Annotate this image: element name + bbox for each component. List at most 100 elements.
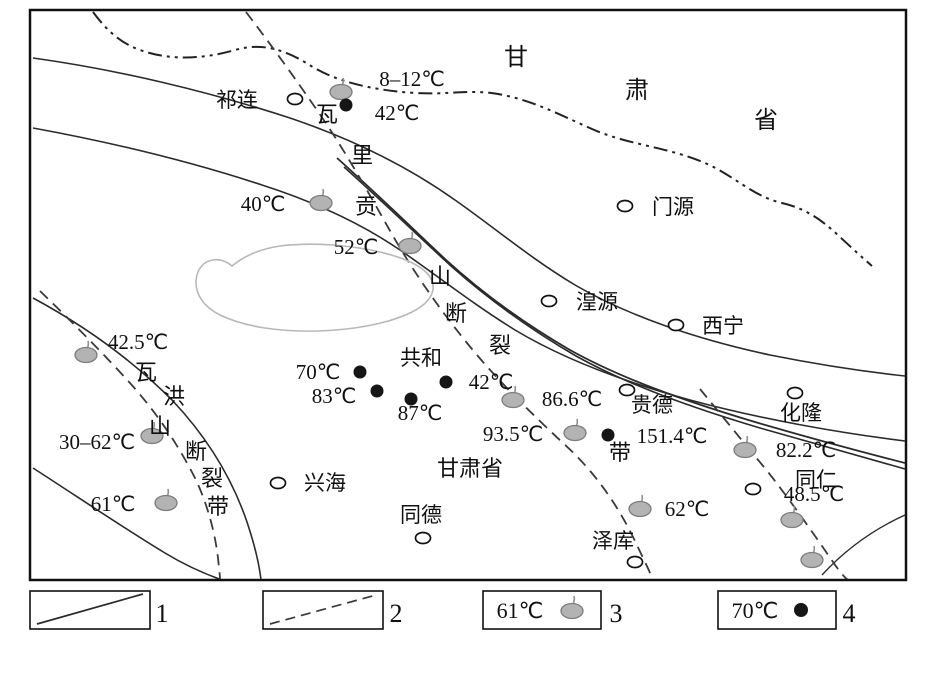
city-marker [414,531,432,545]
waligong-fault-name-char: 带 [609,440,631,465]
main-fault-line [343,166,905,470]
hot-spring-marker [800,551,824,569]
legend-thermal-point-symbol [794,603,808,617]
hot-spring-temp-label: 61℃ [91,492,136,516]
thermal-point-marker [339,98,353,112]
hot-spring-marker [628,500,652,518]
thermal-point-temp-label: 87℃ [398,401,443,425]
legend-box-4 [717,590,837,630]
city-label: 同仁 [795,468,837,492]
thermal-point-marker [370,384,384,398]
city-label: 贵德 [631,393,673,417]
legend-item-3-number: 3 [610,599,623,628]
city-marker [786,386,804,400]
region-label: 甘肃省 [437,456,503,481]
city-label: 同德 [400,503,442,527]
city-marker [269,476,287,490]
hot-spring-marker [154,494,178,512]
wahongshan-fault-name-char: 山 [149,414,171,439]
legend-item-4-number: 4 [843,599,856,628]
legend-hot-spring-symbol [560,602,584,620]
thermal-point-temp-label: 83℃ [312,384,357,408]
geologic-boundary-line [821,514,905,576]
city-marker [744,482,762,496]
legend-dashed-line-symbol [269,594,377,625]
hot-spring-marker [733,441,757,459]
waligong-fault-name-char: 瓦 [316,102,338,127]
province-name-char: 肃 [625,77,649,104]
hot-spring-temp-label: 86.6℃ [542,387,602,411]
hot-spring-temp-label: 30–62℃ [59,430,135,454]
waligong-fault-name-char: 里 [351,143,373,168]
legend: 1 2 61℃ 3 70℃ 4 [29,590,856,630]
city-marker [618,383,636,397]
city-label: 湟源 [576,290,618,314]
hot-spring-temp-label: 48.5℃ [784,482,844,506]
legend-solid-line-symbol [36,593,144,625]
hot-spring-temp-label: 42.5℃ [108,330,168,354]
city-label: 西宁 [702,314,744,338]
waligong-fault-dashed-line [245,11,654,579]
map-lines-layer [32,11,905,579]
hot-spring-marker [74,346,98,364]
hot-spring-marker [563,424,587,442]
city-marker [626,555,644,569]
thermal-points-layer: 42℃ 70℃83℃ 87℃ 42℃ 151.4℃ [296,98,708,448]
hot-spring-marker [329,83,353,101]
province-name-char: 省 [754,107,778,134]
wahongshan-fault-dashed-line [39,290,221,579]
geologic-boundary-line [32,467,222,579]
city-label: 共和 [400,346,442,370]
waligong-fault-name-char: 裂 [489,333,511,358]
city-label: 泽库 [592,529,634,553]
legend-dot-temp: 70℃ [732,598,779,623]
waligong-fault-name-char: 山 [429,264,451,289]
legend-spring-temp: 61℃ [497,598,544,623]
city-label: 化隆 [780,401,822,425]
hot-spring-temp-label: 40℃ [241,192,286,216]
thermal-point-temp-label: 70℃ [296,360,341,384]
hot-spring-temp-label: 62℃ [665,497,710,521]
hot-spring-temp-label: 8–12℃ [379,67,445,91]
southeast-fault-dashed-line [699,388,849,579]
hot-spring-temp-label: 82.2℃ [776,438,836,462]
legend-item-2-number: 2 [390,599,403,628]
geologic-boundary-line [32,127,905,442]
thermal-point-marker [439,375,453,389]
map-frame [28,8,908,582]
thermal-point-temp-label: 151.4℃ [637,424,708,448]
city-marker [540,294,558,308]
lake-outline [195,243,434,332]
hot-spring-marker [501,391,525,409]
city-marker [616,199,634,213]
wahongshan-fault-name-char: 瓦 [135,360,157,385]
city-label: 门源 [652,195,694,219]
thermal-point-marker [404,392,418,406]
province-name-char: 甘 [504,44,528,71]
waligong-fault-name-char: 断 [445,301,467,326]
geologic-boundary-line [32,297,262,579]
hot-spring-marker [140,427,164,445]
thermal-point-temp-label: 42℃ [469,370,514,394]
hot-spring-marker [398,237,422,255]
hot-spring-marker [309,194,333,212]
wahongshan-fault-name-char: 带 [207,494,229,519]
city-marker [667,318,685,332]
wahongshan-fault-name-char: 裂 [201,466,223,491]
waligong-fault-name-char: 贡 [355,194,377,219]
city-label: 祁连 [216,88,258,112]
thermal-point-temp-label: 42℃ [375,101,420,125]
cities-layer: 祁连门源湟源西宁共和贵德化隆同仁兴海同德泽库 [216,88,837,569]
thermal-point-marker [353,365,367,379]
hot-spring-temp-label: 93.5℃ [483,422,543,446]
city-marker [286,92,304,106]
wahongshan-fault-name-char: 断 [185,439,207,464]
main-fault-line [336,157,905,464]
hot-spring-marker [780,511,804,529]
geologic-boundary-line [32,57,905,377]
wahongshan-fault-name-char: 洪 [163,384,185,409]
province-boundary-line [92,11,873,267]
